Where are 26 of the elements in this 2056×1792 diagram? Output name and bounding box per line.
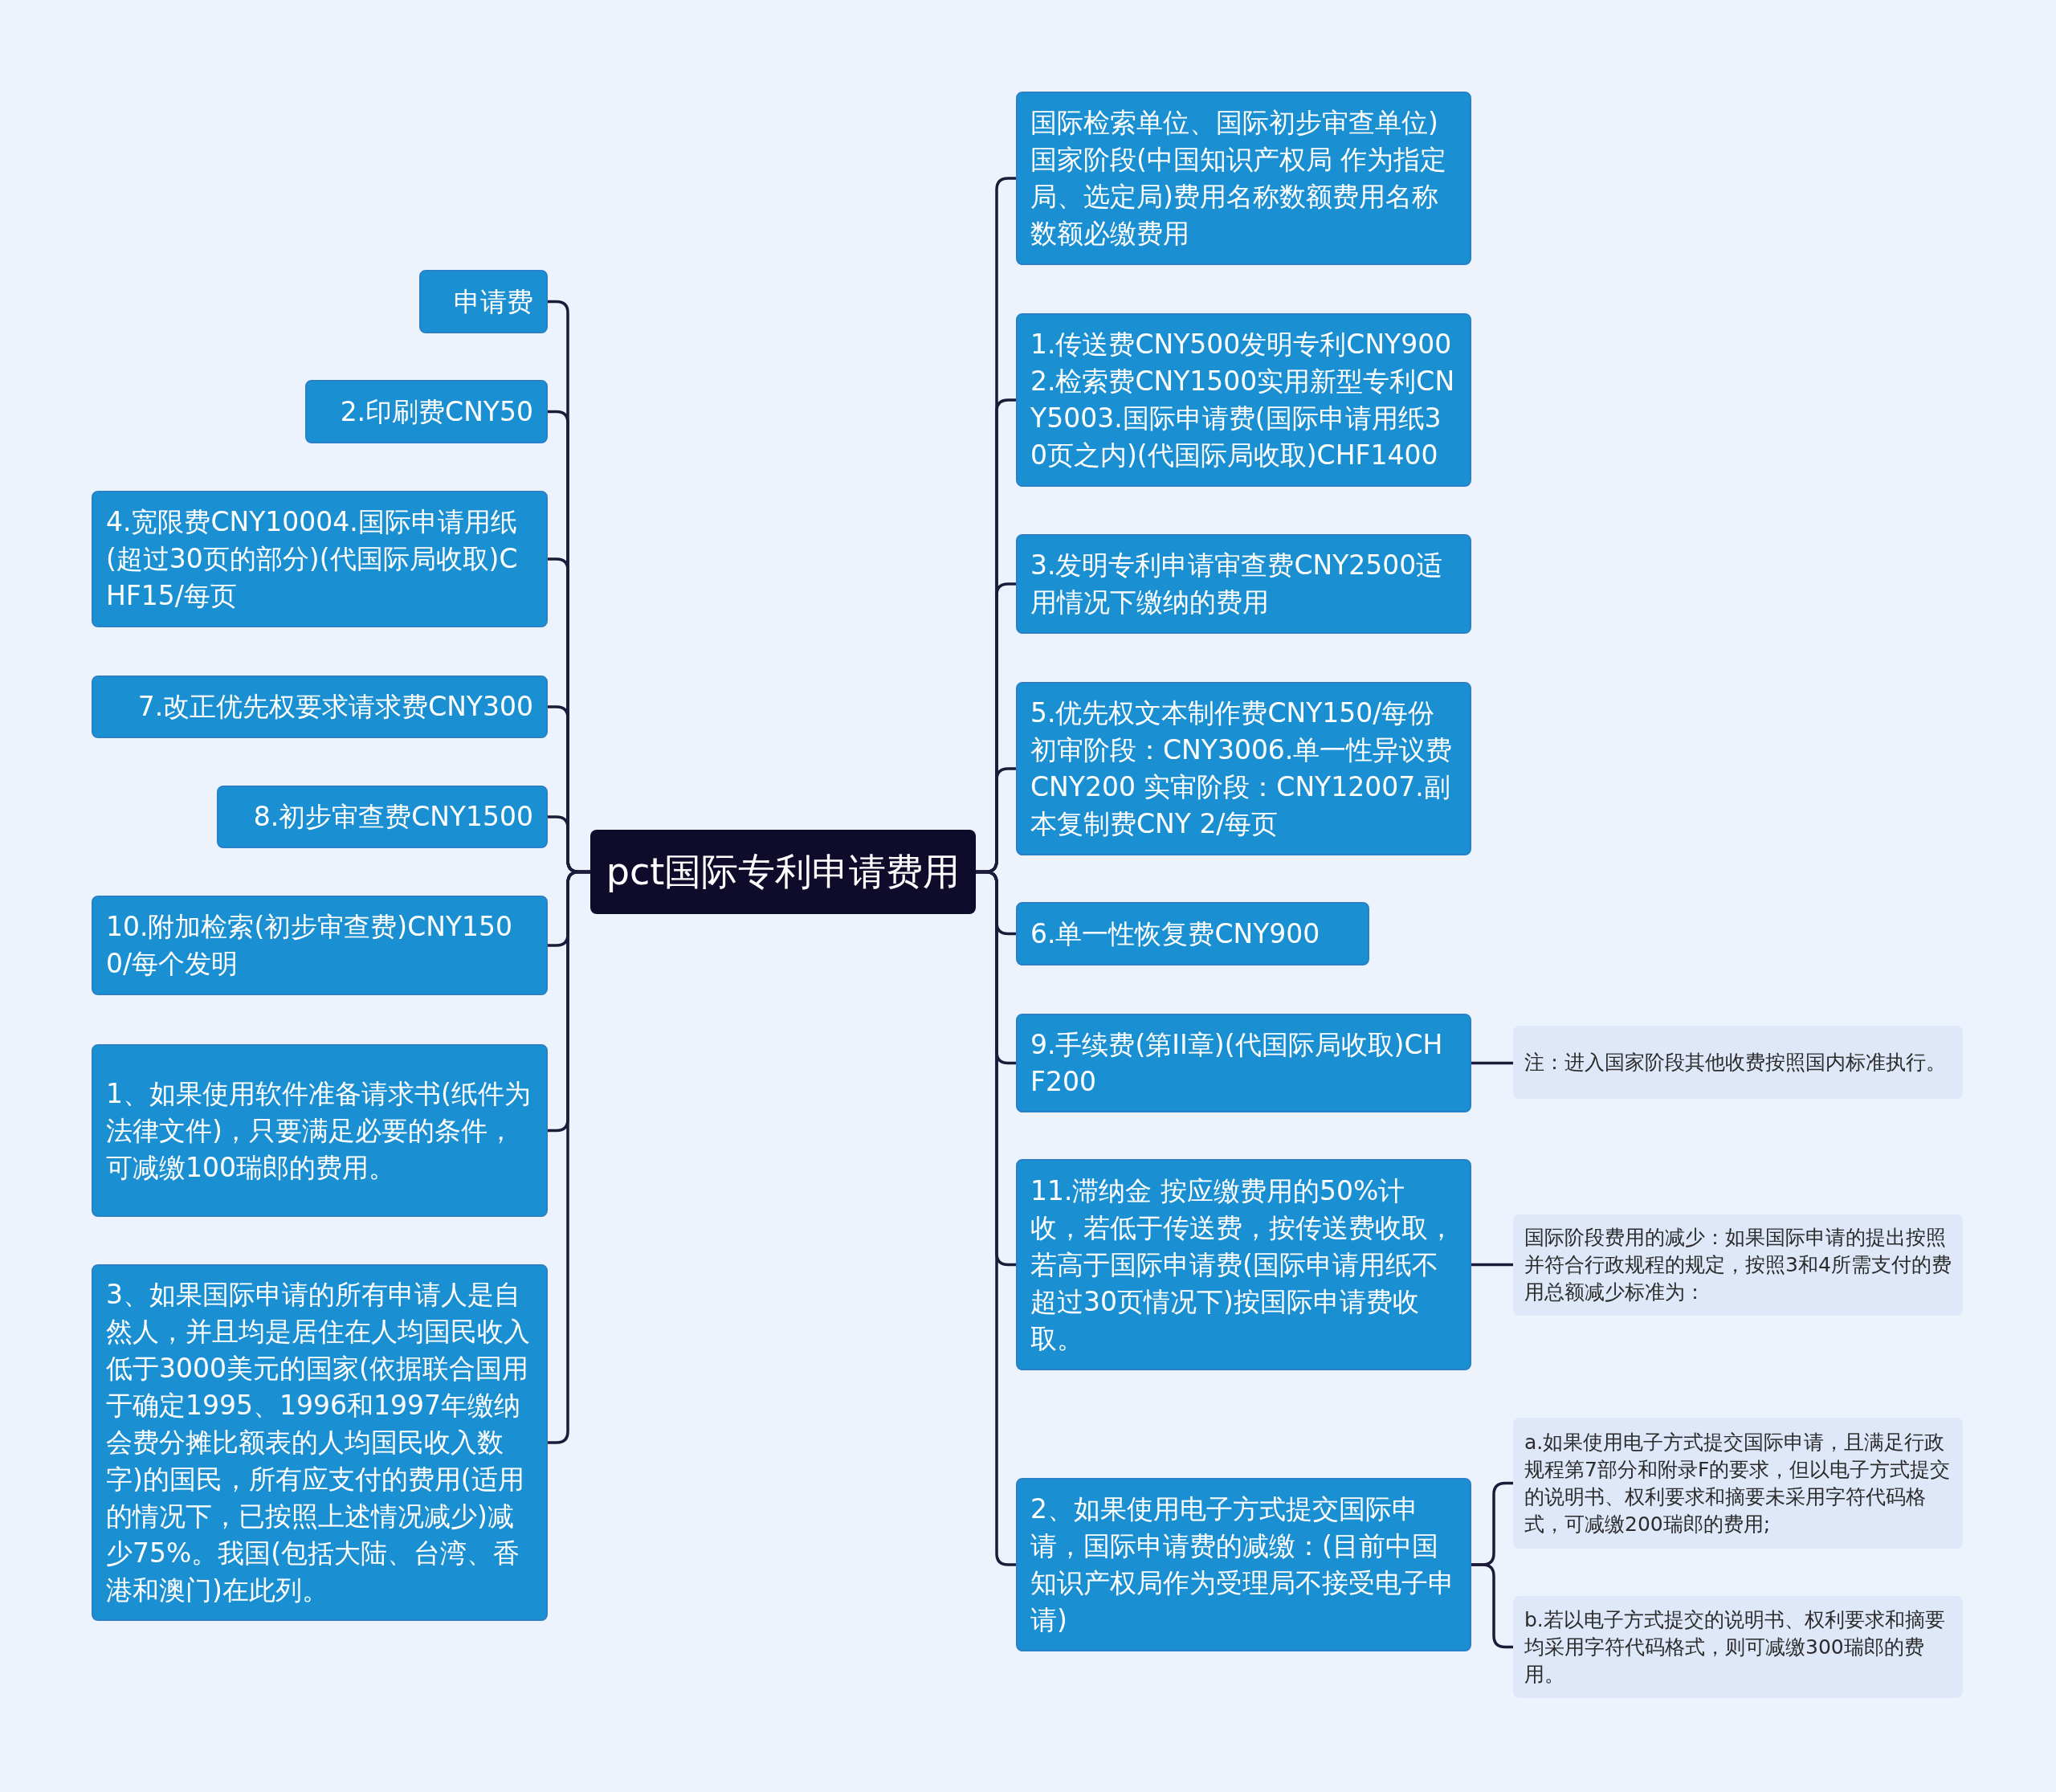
connector-line xyxy=(548,870,590,1444)
topic-box: 2、如果使用电子方式提交国际申请，国际申请费的减缴：(目前中国知识产权局作为受理局不接受电子申请) xyxy=(1016,1478,1471,1651)
topic-box: 申请费 xyxy=(419,270,548,333)
topic-box: 4.宽限费CNY10004.国际申请用纸(超过30页的部分)(代国际局收取)CHF15/每页 xyxy=(92,491,548,627)
central-topic-box: pct国际专利申请费用 xyxy=(590,830,976,914)
topic-box: 6.单一性恢复费CNY900 xyxy=(1016,902,1369,965)
topic-box: 8.初步审查费CNY1500 xyxy=(217,786,548,848)
topic-box: 5.优先权文本制作费CNY150/每份初审阶段：CNY3006.单一性异议费CNY200 实审阶段：CNY12007.副本复制费CNY 2/每页 xyxy=(1016,682,1471,855)
note-box: 国际阶段费用的减少：如果国际申请的提出按照并符合行政规程的规定，按照3和4所需支付的费用总额减少标准为： xyxy=(1513,1214,1963,1316)
connector-line xyxy=(976,870,1016,1566)
note-box: 注：进入国家阶段其他收费按照国内标准执行。 xyxy=(1513,1026,1963,1099)
topic-box: 1、如果使用软件准备请求书(纸件为法律文件)，只要满足必要的条件，可减缴100瑞郎的费用。 xyxy=(92,1044,548,1217)
topic-box: 3.发明专利申请审查费CNY2500适用情况下缴纳的费用 xyxy=(1016,534,1471,634)
topic-box: 3、如果国际申请的所有申请人是自然人，并且均是居住在人均国民收入低于3000美元的国家(依据联合国用于确定1995、1996和1997年缴纳会费分摊比额表的人均国民收入数字)的国民，所有应支付的费用(适用的情况下，已按照上述情况减少)减少75%。我国(包括大陆、台湾、香港和澳门)在此列。 xyxy=(92,1264,548,1621)
topic-box: 1.传送费CNY500发明专利CNY9002.检索费CNY1500实用新型专利CNY5003.国际申请费(国际申请用纸30页之内)(代国际局收取)CHF1400 xyxy=(1016,313,1471,487)
connector-line xyxy=(1471,1563,1513,1649)
topic-box: 7.改正优先权要求请求费CNY300 xyxy=(92,676,548,738)
topic-box: 9.手续费(第II章)(代国际局收取)CHF200 xyxy=(1016,1014,1471,1112)
topic-box: 11.滞纳金 按应缴费用的50%计收，若低于传送费，按传送费收取，若高于国际申请费(国际申请用纸不超过30页情况下)按国际申请费收取。 xyxy=(1016,1159,1471,1370)
note-box: a.如果使用电子方式提交国际申请，且满足行政规程第7部分和附录F的要求，但以电子方式提交的说明书、权利要求和摘要未采用字符代码格式，可减缴200瑞郎的费用; xyxy=(1513,1418,1963,1549)
topic-box: 2.印刷费CNY50 xyxy=(305,380,548,443)
topic-box: 10.附加检索(初步审查费)CNY1500/每个发明 xyxy=(92,896,548,995)
connector-line xyxy=(1471,1061,1513,1065)
connector-line xyxy=(1471,1263,1513,1267)
topic-box: 国际检索单位、国际初步审查单位)国家阶段(中国知识产权局 作为指定局、选定局)费用名称数额费用名称数额必缴费用 xyxy=(1016,92,1471,265)
note-box: b.若以电子方式提交的说明书、权利要求和摘要均采用字符代码格式，则可减缴300瑞郎的费用。 xyxy=(1513,1596,1963,1698)
